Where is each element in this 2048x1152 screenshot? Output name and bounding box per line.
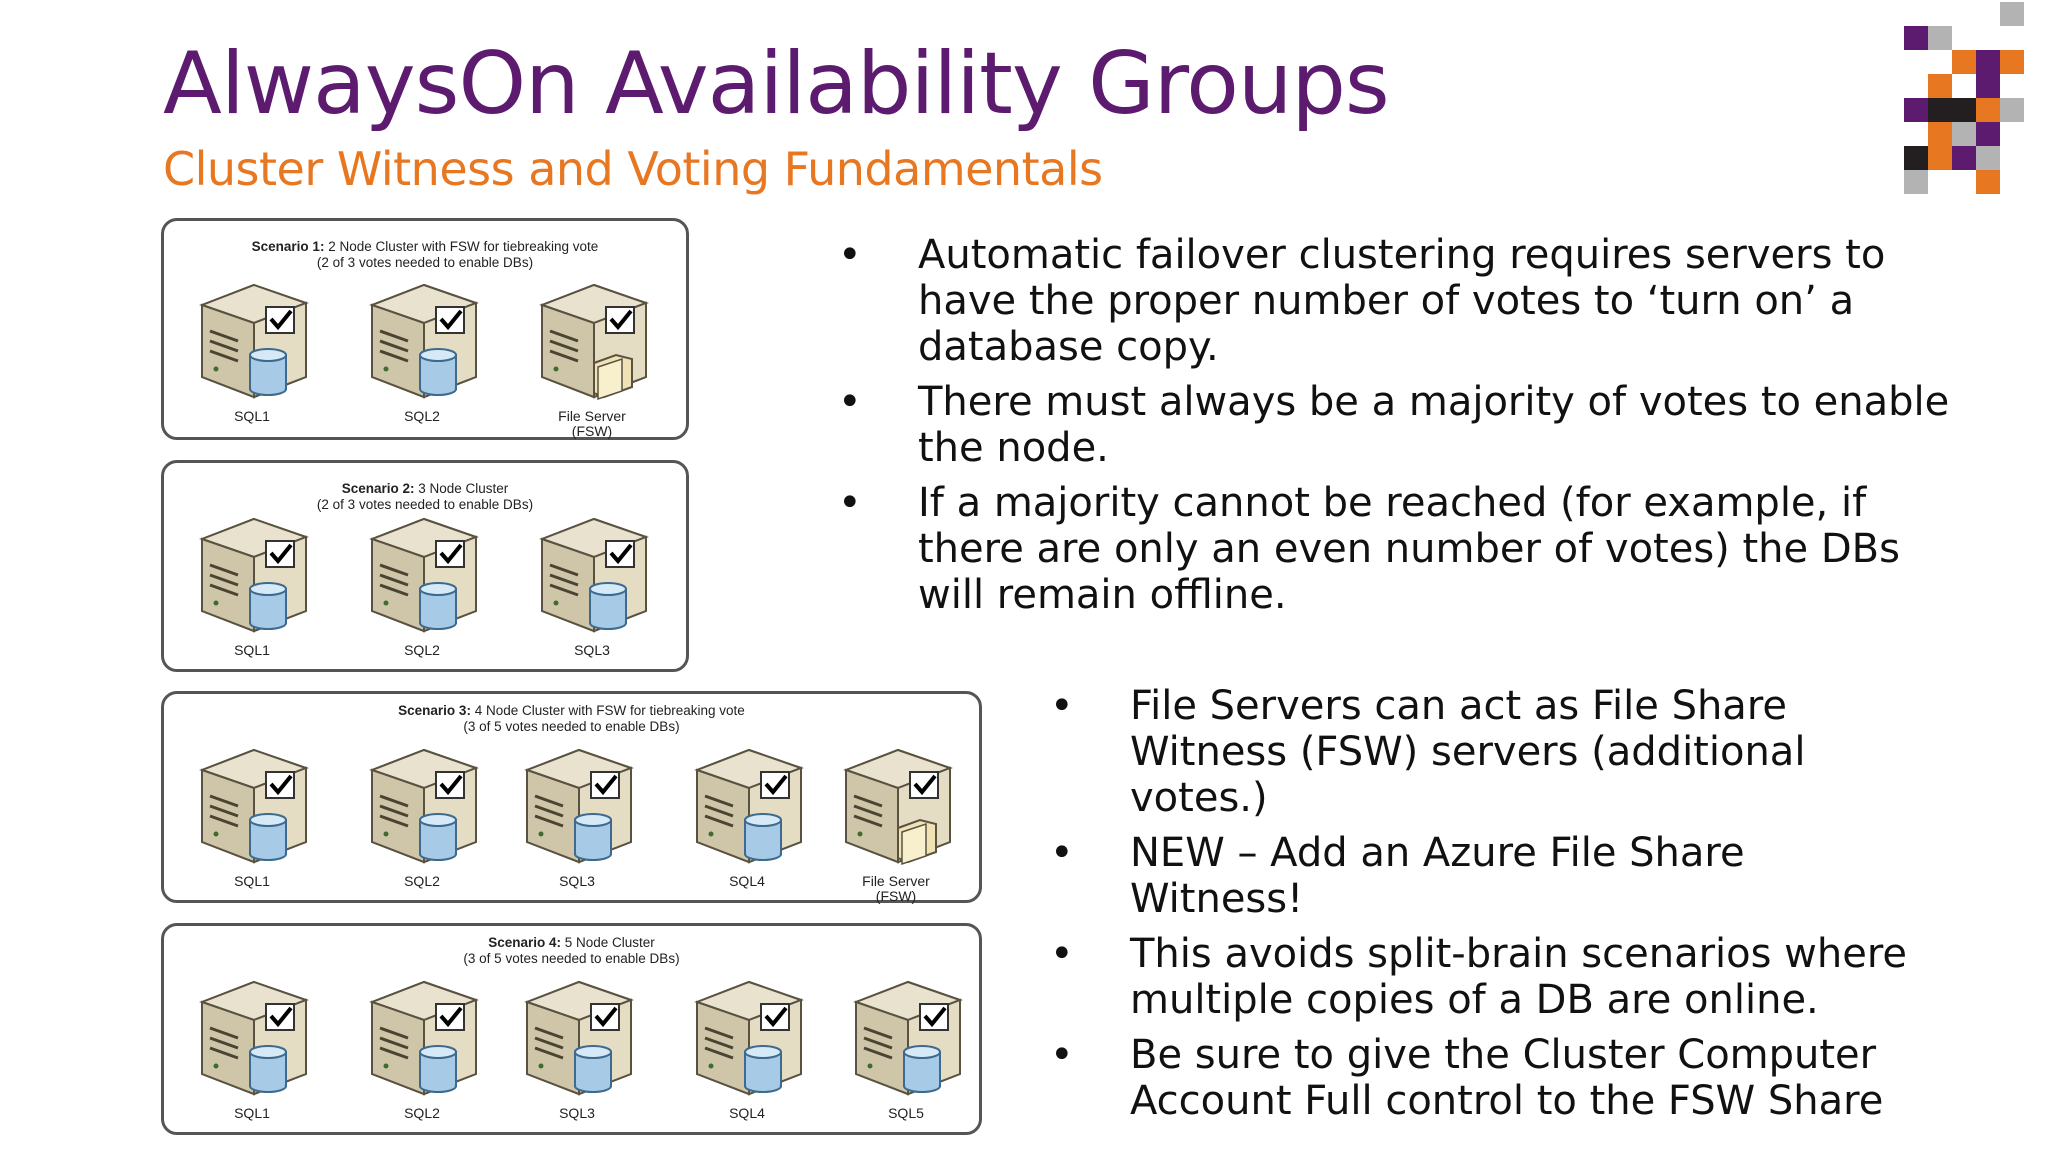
bullet-item: •Automatic failover clustering requires … xyxy=(838,232,1886,370)
bullet-item: •If a majority cannot be reached (for ex… xyxy=(838,480,1900,618)
sql-server-icon: SQL2 xyxy=(362,738,482,898)
bullet-item: •NEW – Add an Azure File Share Witness! xyxy=(1050,830,1745,922)
scenario-2-panel: Scenario 2: 3 Node Cluster (2 of 3 votes… xyxy=(161,460,689,672)
scenario-4-panel: Scenario 4: 5 Node Cluster (3 of 5 votes… xyxy=(161,923,982,1135)
server-label: SQL2 xyxy=(404,408,440,424)
file-server-icon: File Server (FSW) xyxy=(836,738,956,904)
sql-server-icon: SQL1 xyxy=(192,507,312,667)
server-label: SQL5 xyxy=(888,1105,924,1121)
sql-server-icon: SQL3 xyxy=(517,970,637,1130)
sql-server-icon: SQL2 xyxy=(362,273,482,433)
sql-server-icon: SQL2 xyxy=(362,507,482,667)
bottom-bullet-list: •File Servers can act as File Share Witn… xyxy=(1050,683,1930,1133)
server-label: SQL2 xyxy=(404,1105,440,1121)
scenario-4-title: Scenario 4: 5 Node Cluster (3 of 5 votes… xyxy=(463,935,680,966)
server-label: SQL1 xyxy=(234,873,270,889)
server-label: SQL1 xyxy=(234,1105,270,1121)
server-label: File Server (FSW) xyxy=(862,873,930,904)
scenario-1-panel: Scenario 1: 2 Node Cluster with FSW for … xyxy=(161,218,689,440)
top-bullet-list: •Automatic failover clustering requires … xyxy=(838,232,1968,627)
bullet-item: •File Servers can act as File Share Witn… xyxy=(1050,683,1806,821)
slide-title: AlwaysOn Availability Groups xyxy=(163,34,1390,134)
bullet-item: •This avoids split-brain scenarios where… xyxy=(1050,931,1908,1023)
sql-server-icon: SQL5 xyxy=(846,970,966,1130)
sql-server-icon: SQL1 xyxy=(192,970,312,1130)
sql-server-icon: SQL3 xyxy=(517,738,637,898)
server-label: SQL3 xyxy=(559,1105,595,1121)
server-label: File Server (FSW) xyxy=(558,408,626,439)
sql-server-icon: SQL4 xyxy=(687,738,807,898)
scenario-3-title: Scenario 3: 4 Node Cluster with FSW for … xyxy=(398,703,745,734)
bullet-item: •Be sure to give the Cluster Computer Ac… xyxy=(1050,1032,1884,1124)
sql-server-icon: SQL4 xyxy=(687,970,807,1130)
scenario-3-panel: Scenario 3: 4 Node Cluster with FSW for … xyxy=(161,691,982,904)
scenario-1-title: Scenario 1: 2 Node Cluster with FSW for … xyxy=(251,239,599,270)
server-label: SQL1 xyxy=(234,408,270,424)
server-label: SQL3 xyxy=(574,642,610,658)
sql-server-icon: SQL1 xyxy=(192,273,312,433)
server-label: SQL4 xyxy=(729,873,765,889)
scenario-2-title: Scenario 2: 3 Node Cluster (2 of 3 votes… xyxy=(316,481,534,512)
server-label: SQL2 xyxy=(404,642,440,658)
sql-server-icon: SQL3 xyxy=(532,507,652,667)
file-server-icon: File Server (FSW) xyxy=(532,273,652,439)
server-label: SQL1 xyxy=(234,642,270,658)
slide-subtitle: Cluster Witness and Voting Fundamentals xyxy=(163,142,1103,196)
server-label: SQL2 xyxy=(404,873,440,889)
sql-server-icon: SQL1 xyxy=(192,738,312,898)
bullet-item: •There must always be a majority of vote… xyxy=(838,379,1950,471)
brand-logo-icon xyxy=(1904,2,2024,194)
sql-server-icon: SQL2 xyxy=(362,970,482,1130)
server-label: SQL3 xyxy=(559,873,595,889)
server-label: SQL4 xyxy=(729,1105,765,1121)
